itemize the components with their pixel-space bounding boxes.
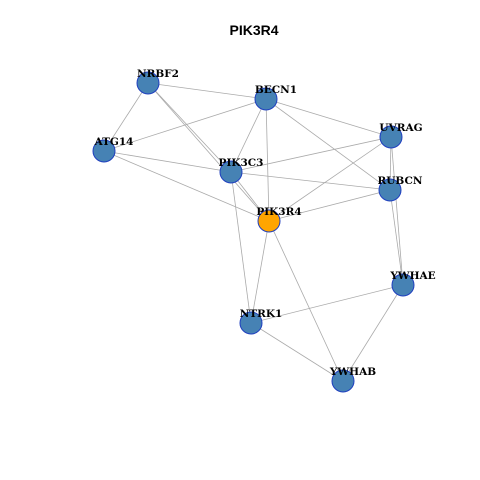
node-atg14[interactable] <box>92 139 116 163</box>
node-label-rubcn: RUBCN <box>378 175 423 187</box>
edge-pik3c3-rubcn <box>230 171 391 191</box>
edge-rubcn-pik3r4 <box>268 189 391 222</box>
edge-rubcn-ywhae <box>389 189 404 286</box>
node-ywhab[interactable] <box>331 369 355 393</box>
edge-uvrag-ywhae <box>390 136 404 286</box>
edge-ntrk1-ywhab <box>250 322 344 382</box>
node-ywhae[interactable] <box>391 273 415 297</box>
edge-pik3r4-ywhab <box>268 220 344 382</box>
node-label-pik3r4: PIK3R4 <box>256 206 301 218</box>
node-label-ywhab: YWHAB <box>329 366 376 378</box>
node-rubcn[interactable] <box>378 178 402 202</box>
edge-nrbf2-pik3c3 <box>147 82 232 173</box>
edge-layer <box>103 82 404 382</box>
node-pik3r4[interactable] <box>257 209 281 233</box>
node-label-atg14: ATG14 <box>94 136 134 148</box>
edge-ywhae-ntrk1 <box>250 284 404 324</box>
edge-becn1-pik3r4 <box>265 98 270 222</box>
edge-uvrag-pik3r4 <box>268 136 392 222</box>
node-label-ntrk1: NTRK1 <box>240 308 283 320</box>
edge-nrbf2-becn1 <box>147 82 267 100</box>
node-pik3c3[interactable] <box>219 160 243 184</box>
node-becn1[interactable] <box>254 87 278 111</box>
edge-becn1-uvrag <box>265 98 392 138</box>
node-label-pik3c3: PIK3C3 <box>219 157 264 169</box>
edge-atg14-pik3r4 <box>103 150 270 222</box>
diagram-title: PIK3R4 <box>229 22 278 38</box>
edge-uvrag-pik3c3 <box>230 136 392 173</box>
node-label-becn1: BECN1 <box>255 84 297 96</box>
edge-becn1-rubcn <box>265 98 391 191</box>
edge-becn1-atg14 <box>103 98 267 152</box>
node-label-uvrag: UVRAG <box>379 122 422 134</box>
node-label-nrbf2: NRBF2 <box>137 68 179 80</box>
edge-nrbf2-pik3r4 <box>147 82 270 222</box>
edge-ywhae-ywhab <box>342 284 404 382</box>
node-nrbf2[interactable] <box>136 71 160 95</box>
node-label-ywhae: YWHAE <box>389 270 435 282</box>
edge-pik3r4-ntrk1 <box>250 220 270 324</box>
edge-atg14-pik3c3 <box>103 150 232 173</box>
node-ntrk1[interactable] <box>239 311 263 335</box>
edge-pik3c3-ntrk1 <box>230 171 252 324</box>
edge-becn1-pik3c3 <box>230 98 267 173</box>
edge-nrbf2-atg14 <box>103 82 149 152</box>
node-uvrag[interactable] <box>379 125 403 149</box>
node-layer <box>92 71 415 393</box>
